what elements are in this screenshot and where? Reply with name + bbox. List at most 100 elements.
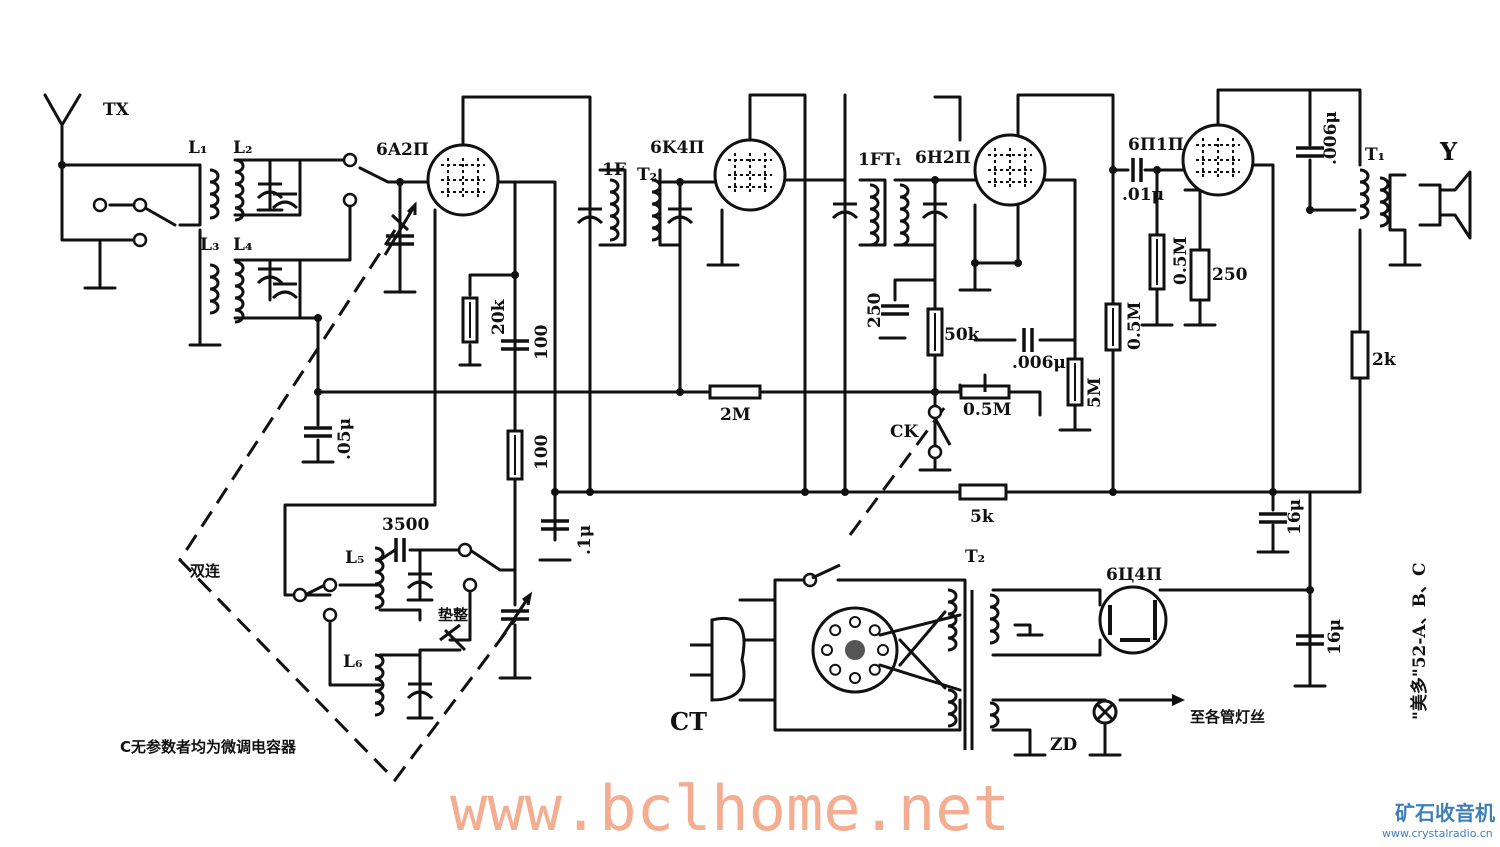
t1-label: T₁ <box>1365 145 1385 165</box>
cap-16b <box>1296 634 1324 646</box>
c-16b-label: 16μ <box>1325 619 1345 655</box>
transformer-primary2 <box>947 688 958 728</box>
junction-dot <box>1109 166 1117 174</box>
if1-primary <box>609 178 620 242</box>
trimmer-cap <box>271 282 299 300</box>
logo-name: 矿石收音机 <box>1395 801 1495 825</box>
coil-l2 <box>234 158 245 222</box>
logo-url: www.crystalradio.cn <box>1382 827 1493 840</box>
resistor-250 <box>1189 248 1211 302</box>
osc-tuning-cap <box>501 609 529 621</box>
trimmer-cap <box>256 267 284 285</box>
l4-label: L₄ <box>233 235 252 255</box>
t2b-label: T₂ <box>965 547 985 567</box>
c-01u-label: .01μ <box>1122 185 1164 205</box>
speaker-label: Y <box>1439 137 1458 166</box>
switch-terminal <box>132 232 148 248</box>
output-transformer-secondary <box>1379 176 1390 228</box>
r-05m-b-label: 0.5M <box>1171 236 1191 285</box>
if-trimmer <box>576 207 604 225</box>
r-2k-label: 2k <box>1372 350 1397 370</box>
rectifier-label: 6Ц4П <box>1106 565 1162 585</box>
filament-label: 至各管灯丝 <box>1190 708 1265 726</box>
t2-label: T₂ <box>637 165 657 185</box>
switch-terminal <box>457 542 473 558</box>
ift-trimmer <box>921 202 949 220</box>
junction-dot <box>511 271 519 279</box>
switch-terminal <box>92 197 108 213</box>
junction-dot <box>551 488 559 496</box>
junction-dot <box>58 161 66 169</box>
tube3-label: 6H2П <box>915 148 971 168</box>
resistor-5k <box>958 483 1008 501</box>
tube-6h2p-electrodes <box>988 148 1032 188</box>
c-16a-label: 16μ <box>1285 499 1305 535</box>
junction-dot <box>1109 488 1117 496</box>
r-20k-label: 20k <box>489 298 509 335</box>
switch-terminal <box>132 197 148 213</box>
junction-dot <box>931 388 939 396</box>
c-250-label: 250 <box>865 292 885 328</box>
transformer-primary <box>947 588 958 652</box>
socket-pin <box>821 644 833 656</box>
tube-6k4p <box>713 138 787 212</box>
junction-dot <box>396 178 404 186</box>
r-2m-label: 2M <box>720 405 751 425</box>
r-5m-label: 5M <box>1085 377 1105 408</box>
coil-l1 <box>209 168 220 220</box>
junction-dot <box>314 314 322 322</box>
cap-100 <box>501 339 529 351</box>
junction-dot <box>1306 586 1314 594</box>
transformer-core <box>963 590 974 750</box>
pilot-lamp <box>1092 699 1118 725</box>
ck-label: CK <box>890 422 920 442</box>
c-3500-label: 3500 <box>382 515 429 535</box>
pilot-lamp-filament <box>1095 702 1115 722</box>
if-trimmer <box>666 207 694 225</box>
c-05-label: .05μ <box>335 418 355 460</box>
junction-dot <box>841 488 849 496</box>
trimmer-cap <box>256 182 284 200</box>
l1-label: L₁ <box>188 138 207 158</box>
r-5k-label: 5k <box>970 507 995 527</box>
switch-terminal <box>292 587 308 603</box>
switch-terminal <box>462 577 478 593</box>
transformer-hv <box>989 593 1000 645</box>
power-plug <box>690 617 746 702</box>
cap-006-out <box>1296 146 1324 158</box>
socket-key <box>845 640 865 660</box>
tube1-label: 6A2П <box>376 140 429 160</box>
osc-trimmer <box>406 682 434 700</box>
cap-3500 <box>394 538 406 562</box>
socket-pin <box>849 672 861 684</box>
tube-6p1p <box>1181 123 1255 197</box>
socket-pin <box>849 616 861 628</box>
tube-socket <box>811 606 899 694</box>
switch-terminal <box>927 444 943 460</box>
c-006b-label: .006μ <box>1321 111 1341 165</box>
cap-006 <box>1022 328 1034 352</box>
plug-label: CT <box>670 707 707 736</box>
padder-cap <box>439 623 467 652</box>
socket-pin <box>877 644 889 656</box>
variable-cap-arrow <box>383 201 417 256</box>
gang-label: 双连 <box>190 562 221 580</box>
note-text: C无参数者均为微调电容器 <box>120 738 297 756</box>
junction-dot <box>931 176 939 184</box>
gang-link-head <box>390 213 410 232</box>
l2-label: L₂ <box>233 138 252 158</box>
coil-l6 <box>374 653 385 717</box>
transformer-filament <box>989 701 1000 729</box>
cap-16a <box>1259 512 1287 524</box>
cap-05 <box>304 426 332 438</box>
lamp-label: ZD <box>1050 735 1077 755</box>
socket-pin <box>868 663 881 676</box>
r-50k-label: 50k <box>944 325 981 345</box>
switch-ck <box>933 417 952 446</box>
socket-pin <box>829 663 842 676</box>
junction-dot <box>1306 206 1314 214</box>
rectifier-electrodes <box>1108 600 1157 642</box>
ift1-primary <box>869 183 880 247</box>
socket-pin <box>829 624 842 637</box>
coil-l3 <box>209 263 220 315</box>
